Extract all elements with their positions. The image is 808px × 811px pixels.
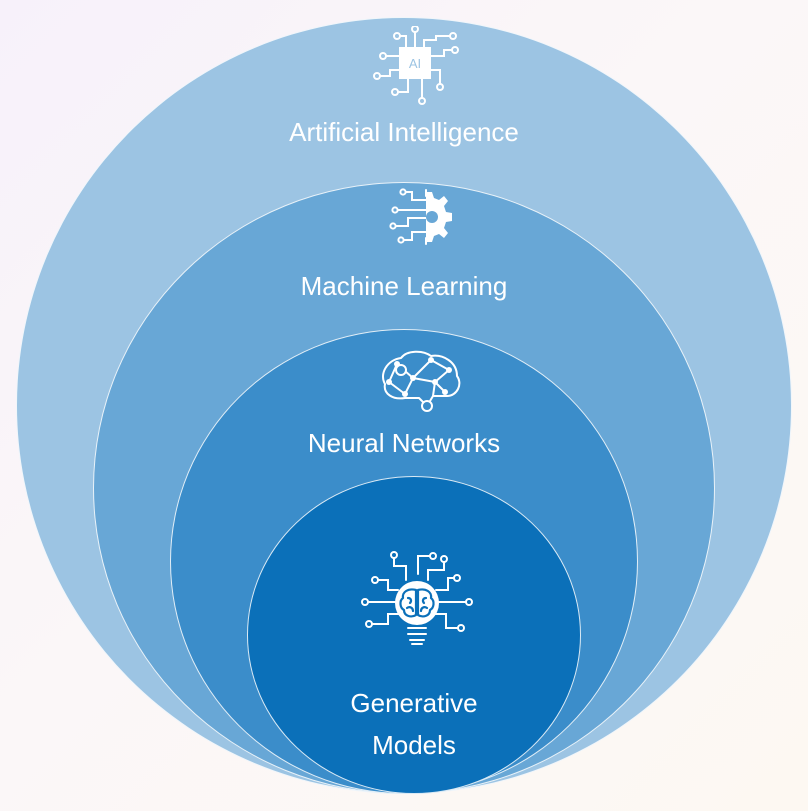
label-artificial-intelligence: Artificial Intelligence [289,117,519,147]
brain-network-icon [382,350,461,412]
brain-lightbulb-circuit-icon [361,551,473,645]
label-generative-models-line1: Generative [350,688,478,718]
gear-circuit-icon [389,188,452,245]
ai-chip-icon: AI [373,26,459,105]
ai-chip-label: AI [409,56,421,71]
label-generative-models-line2: Models [372,730,456,760]
label-neural-networks: Neural Networks [307,428,501,458]
label-generative-models: Generative Models [314,682,514,766]
label-machine-learning: Machine Learning [300,271,508,301]
